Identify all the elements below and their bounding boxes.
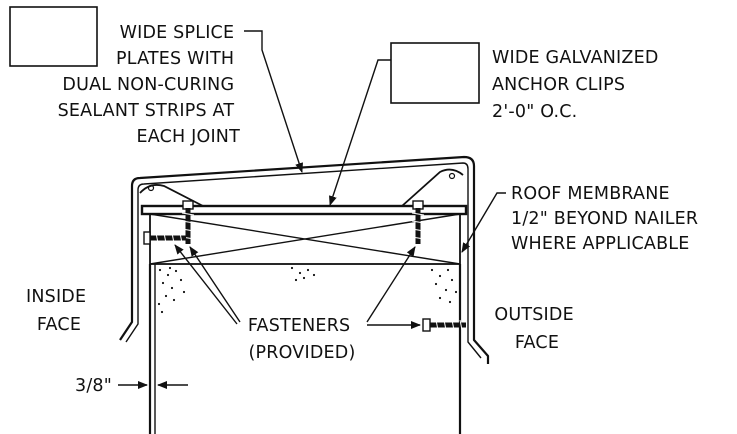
- splice-line-1: WIDE SPLICE: [120, 23, 235, 43]
- clips-line-3: 2'-0" O.C.: [492, 102, 577, 122]
- inside-line-2: FACE: [37, 315, 81, 335]
- anchor-clip-leader: [329, 59, 391, 206]
- fasteners-line-2: (PROVIDED): [249, 343, 356, 363]
- splice-plate-label-box: [9, 6, 98, 67]
- fasteners-label: FASTENERS (PROVIDED): [248, 316, 356, 363]
- splice-line-4: SEALANT STRIPS AT: [58, 101, 235, 121]
- dimension-label: 3/8": [75, 376, 112, 396]
- coping-cap: [119, 155, 490, 364]
- anchor-clip-label-box: [390, 42, 480, 104]
- coping-cap-inner: [125, 162, 482, 359]
- splice-line-3: DUAL NON-CURING: [62, 75, 234, 95]
- concrete-stipple: [157, 266, 458, 314]
- inside-line-1: INSIDE: [26, 287, 86, 307]
- splice-line-5: EACH JOINT: [136, 127, 240, 147]
- splice-line-2: PLATES WITH: [116, 49, 234, 69]
- membrane-line-2: 1/2" BEYOND NAILER: [511, 209, 698, 229]
- splice-label: WIDE SPLICE PLATES WITH DUAL NON-CURING …: [58, 23, 241, 147]
- membrane-leader: [461, 192, 506, 253]
- splice-leader: [244, 30, 303, 173]
- membrane-line-1: ROOF MEMBRANE: [511, 184, 670, 204]
- outside-face-label: OUTSIDE FACE: [494, 305, 579, 353]
- clip-hole-right: [448, 172, 456, 180]
- anchor-clip-right-arm: [401, 168, 464, 207]
- clips-line-1: WIDE GALVANIZED: [492, 48, 659, 68]
- fastener-inside-face: [143, 231, 186, 245]
- inside-face-label: INSIDE FACE: [26, 287, 92, 335]
- fastener-clip-right: [411, 200, 425, 244]
- clip-hole-left: [147, 184, 155, 192]
- fastener-outside-face: [422, 318, 466, 332]
- clips-line-2: ANCHOR CLIPS: [492, 75, 625, 95]
- outside-line-1: OUTSIDE: [494, 305, 573, 325]
- fastener-leader-2: [189, 246, 241, 323]
- clips-label: WIDE GALVANIZED ANCHOR CLIPS 2'-0" O.C.: [492, 48, 664, 122]
- fastener-clip-left: [181, 200, 195, 244]
- fastener-leader-1: [174, 244, 238, 325]
- membrane-label: ROOF MEMBRANE 1/2" BEYOND NAILER WHERE A…: [511, 184, 704, 254]
- fasteners-line-1: FASTENERS: [248, 316, 351, 336]
- membrane-line-3: WHERE APPLICABLE: [511, 234, 690, 254]
- fastener-leader-3: [366, 246, 416, 323]
- outside-line-2: FACE: [515, 333, 559, 353]
